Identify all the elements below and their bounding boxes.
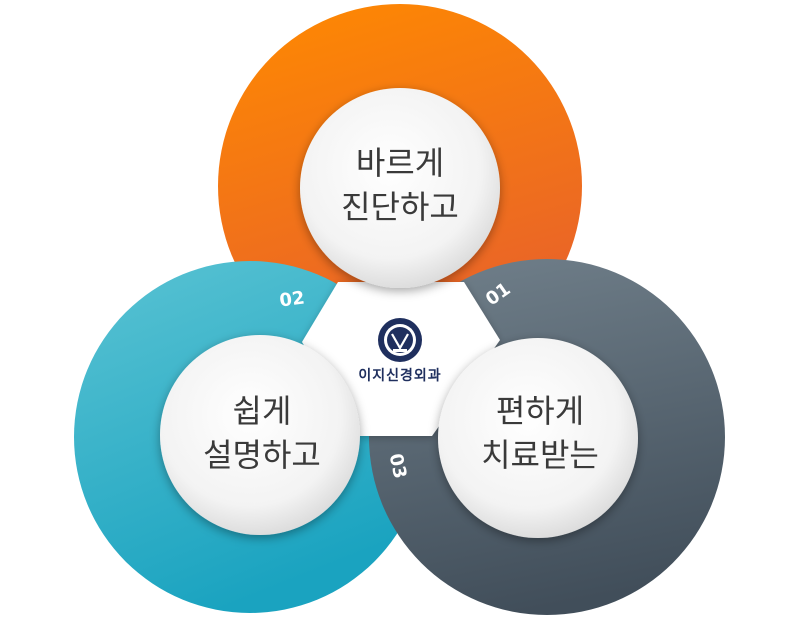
clinic-name: 이지신경외과 [358,367,441,384]
right-line1: 편하게 [496,392,584,430]
top-line2: 진단하고 [341,188,459,226]
left-line1: 쉽게 [233,392,292,430]
number-03: 03 [385,452,411,481]
number-02: 02 [278,287,306,311]
university-seal-icon [378,318,422,362]
right-line2: 치료받는 [481,436,599,474]
right-bubble [438,338,638,538]
left-bubble [160,335,360,535]
top-line1: 바르게 [356,144,444,182]
top-bubble [300,88,500,288]
left-line2: 설명하고 [203,436,321,474]
